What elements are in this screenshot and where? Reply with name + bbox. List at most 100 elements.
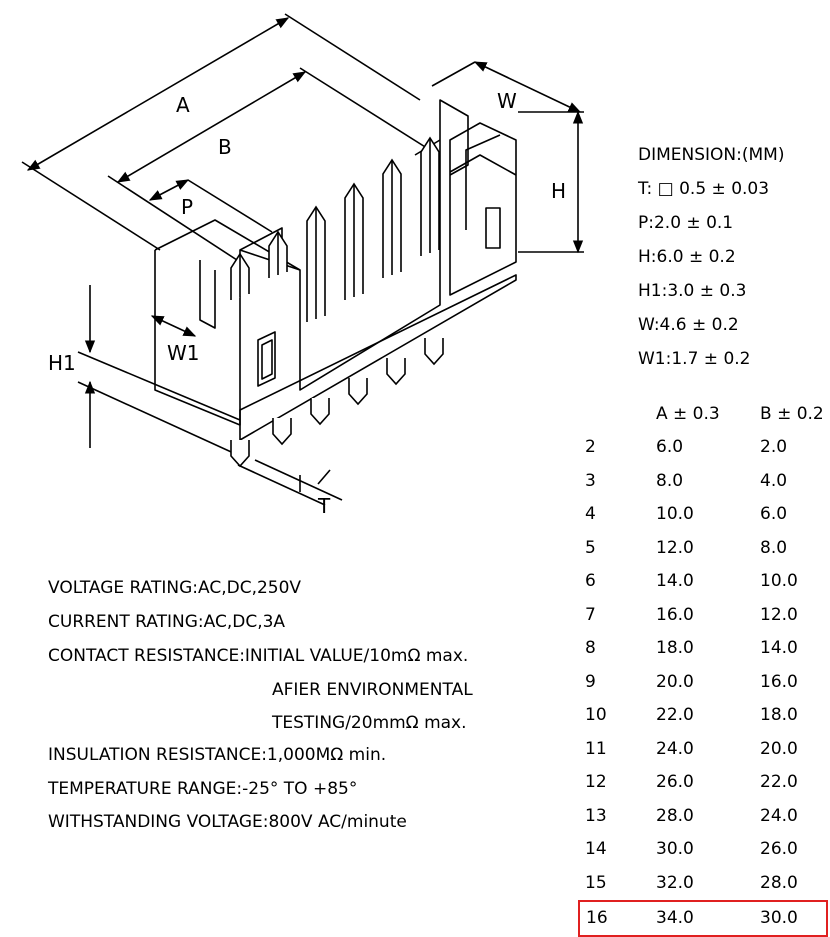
label-b: B bbox=[218, 135, 232, 159]
spec-insulation: INSULATION RESISTANCE:1,000MΩ min. bbox=[48, 745, 387, 765]
cell-a: 28.0 bbox=[656, 805, 694, 826]
dim-line-w bbox=[431, 61, 476, 87]
header-a: A ± 0.3 bbox=[656, 403, 720, 424]
dim-line-a bbox=[26, 17, 290, 171]
cell-a: 6.0 bbox=[656, 437, 684, 458]
label-h1: H1 bbox=[48, 351, 76, 375]
table-row: 12 26.0 22.0 bbox=[579, 766, 827, 800]
label-w: W bbox=[497, 89, 517, 113]
cell-b: 20.0 bbox=[760, 738, 798, 759]
spec-contact: CONTACT RESISTANCE:INITIAL VALUE/10mΩ ma… bbox=[48, 646, 469, 666]
cell-a: 8.0 bbox=[656, 470, 684, 491]
cell-pins: 14 bbox=[585, 839, 607, 860]
cell-pins: 10 bbox=[585, 705, 607, 726]
cell-pins: 4 bbox=[585, 504, 596, 525]
dim-line-t bbox=[237, 464, 326, 506]
pin-tail bbox=[310, 398, 330, 426]
table-row: 6 14.0 10.0 bbox=[579, 565, 827, 599]
cell-pins: 7 bbox=[585, 604, 596, 625]
cell-a: 34.0 bbox=[656, 899, 760, 937]
header-pins bbox=[579, 397, 656, 431]
cell-b: 26.0 bbox=[760, 839, 798, 860]
table-row: 11 24.0 20.0 bbox=[579, 732, 827, 766]
pin-tail bbox=[424, 338, 444, 366]
pin-tail bbox=[386, 358, 406, 386]
cell-b: 30.0 bbox=[760, 899, 828, 937]
spec-temperature: TEMPERATURE RANGE:-25° TO +85° bbox=[48, 779, 358, 799]
pin-tail bbox=[348, 378, 368, 406]
spec-voltage: VOLTAGE RATING:AC,DC,250V bbox=[48, 578, 302, 598]
cell-b: 10.0 bbox=[760, 571, 798, 592]
cell-pins: 2 bbox=[585, 437, 596, 458]
cell-pins: 3 bbox=[585, 470, 596, 491]
cell-b: 24.0 bbox=[760, 805, 798, 826]
cell-a: 10.0 bbox=[656, 504, 694, 525]
dimension-heading: DIMENSION:(MM) bbox=[638, 145, 785, 165]
header-b: B ± 0.2 bbox=[760, 403, 824, 424]
table-row: 15 32.0 28.0 bbox=[579, 866, 827, 901]
label-a: A bbox=[176, 93, 190, 117]
cell-a: 12.0 bbox=[656, 537, 694, 558]
cell-b: 16.0 bbox=[760, 671, 798, 692]
cell-pins: 5 bbox=[585, 537, 596, 558]
dim-line-w1 bbox=[150, 315, 197, 337]
table-row: 14 30.0 26.0 bbox=[579, 833, 827, 867]
label-w1: W1 bbox=[167, 341, 200, 365]
cell-b: 28.0 bbox=[760, 872, 798, 893]
table-header-row: A ± 0.3 B ± 0.2 bbox=[579, 397, 827, 431]
cell-b: 2.0 bbox=[760, 437, 788, 458]
cell-pins: 11 bbox=[585, 738, 607, 759]
dimension-w1: W1:1.7 ± 0.2 bbox=[638, 349, 751, 369]
cell-b: 8.0 bbox=[760, 537, 788, 558]
cell-b: 4.0 bbox=[760, 470, 788, 491]
housing-outline bbox=[154, 227, 283, 426]
dimension-h1: H1:3.0 ± 0.3 bbox=[638, 281, 747, 301]
table-row: 10 22.0 18.0 bbox=[579, 699, 827, 733]
cell-b: 18.0 bbox=[760, 705, 798, 726]
cell-b: 12.0 bbox=[760, 604, 798, 625]
cell-b: 22.0 bbox=[760, 772, 798, 793]
cell-a: 24.0 bbox=[656, 738, 694, 759]
label-p: P bbox=[181, 195, 193, 219]
table-row: 4 10.0 6.0 bbox=[579, 498, 827, 532]
cell-a: 14.0 bbox=[656, 571, 694, 592]
cell-pins: 16 bbox=[578, 899, 656, 937]
table-row: 9 20.0 16.0 bbox=[579, 665, 827, 699]
dimension-w: W:4.6 ± 0.2 bbox=[638, 315, 739, 335]
table-row: 2 6.0 2.0 bbox=[579, 431, 827, 465]
spec-contact-testing: TESTING/20mmΩ max. bbox=[272, 713, 467, 733]
dimension-p: P:2.0 ± 0.1 bbox=[638, 213, 734, 233]
table-row: 5 12.0 8.0 bbox=[579, 531, 827, 565]
connector-drawing: A B P W H W1 H1 T bbox=[21, 13, 584, 518]
dimension-list: DIMENSION:(MM) T: □ 0.5 ± 0.03 P:2.0 ± 0… bbox=[638, 138, 784, 376]
cell-a: 30.0 bbox=[656, 839, 694, 860]
spec-contact-after: AFIER ENVIRONMENTAL bbox=[272, 680, 473, 700]
spec-current: CURRENT RATING:AC,DC,3A bbox=[48, 612, 286, 632]
cell-pins: 12 bbox=[585, 772, 607, 793]
label-h: H bbox=[551, 179, 566, 203]
cell-pins: 9 bbox=[585, 671, 596, 692]
table-row: 3 8.0 4.0 bbox=[579, 464, 827, 498]
cell-a: 16.0 bbox=[656, 604, 694, 625]
cell-pins: 15 bbox=[585, 872, 607, 893]
cell-a: 32.0 bbox=[656, 872, 694, 893]
pin-tail bbox=[230, 440, 250, 468]
dimension-t: T: □ 0.5 ± 0.03 bbox=[638, 179, 770, 199]
spec-withstanding: WITHSTANDING VOLTAGE:800V AC/minute bbox=[48, 812, 407, 832]
cell-a: 20.0 bbox=[656, 671, 694, 692]
housing-right-wall bbox=[449, 122, 517, 296]
table-row: 7 16.0 12.0 bbox=[579, 598, 827, 632]
dim-line-p bbox=[148, 179, 190, 201]
cell-b: 6.0 bbox=[760, 504, 788, 525]
cell-a: 18.0 bbox=[656, 638, 694, 659]
cell-pins: 6 bbox=[585, 571, 596, 592]
cell-a: 22.0 bbox=[656, 705, 694, 726]
cell-pins: 8 bbox=[585, 638, 596, 659]
cell-a: 26.0 bbox=[656, 772, 694, 793]
pin-tail bbox=[272, 418, 292, 446]
dimension-h: H:6.0 ± 0.2 bbox=[638, 247, 736, 267]
